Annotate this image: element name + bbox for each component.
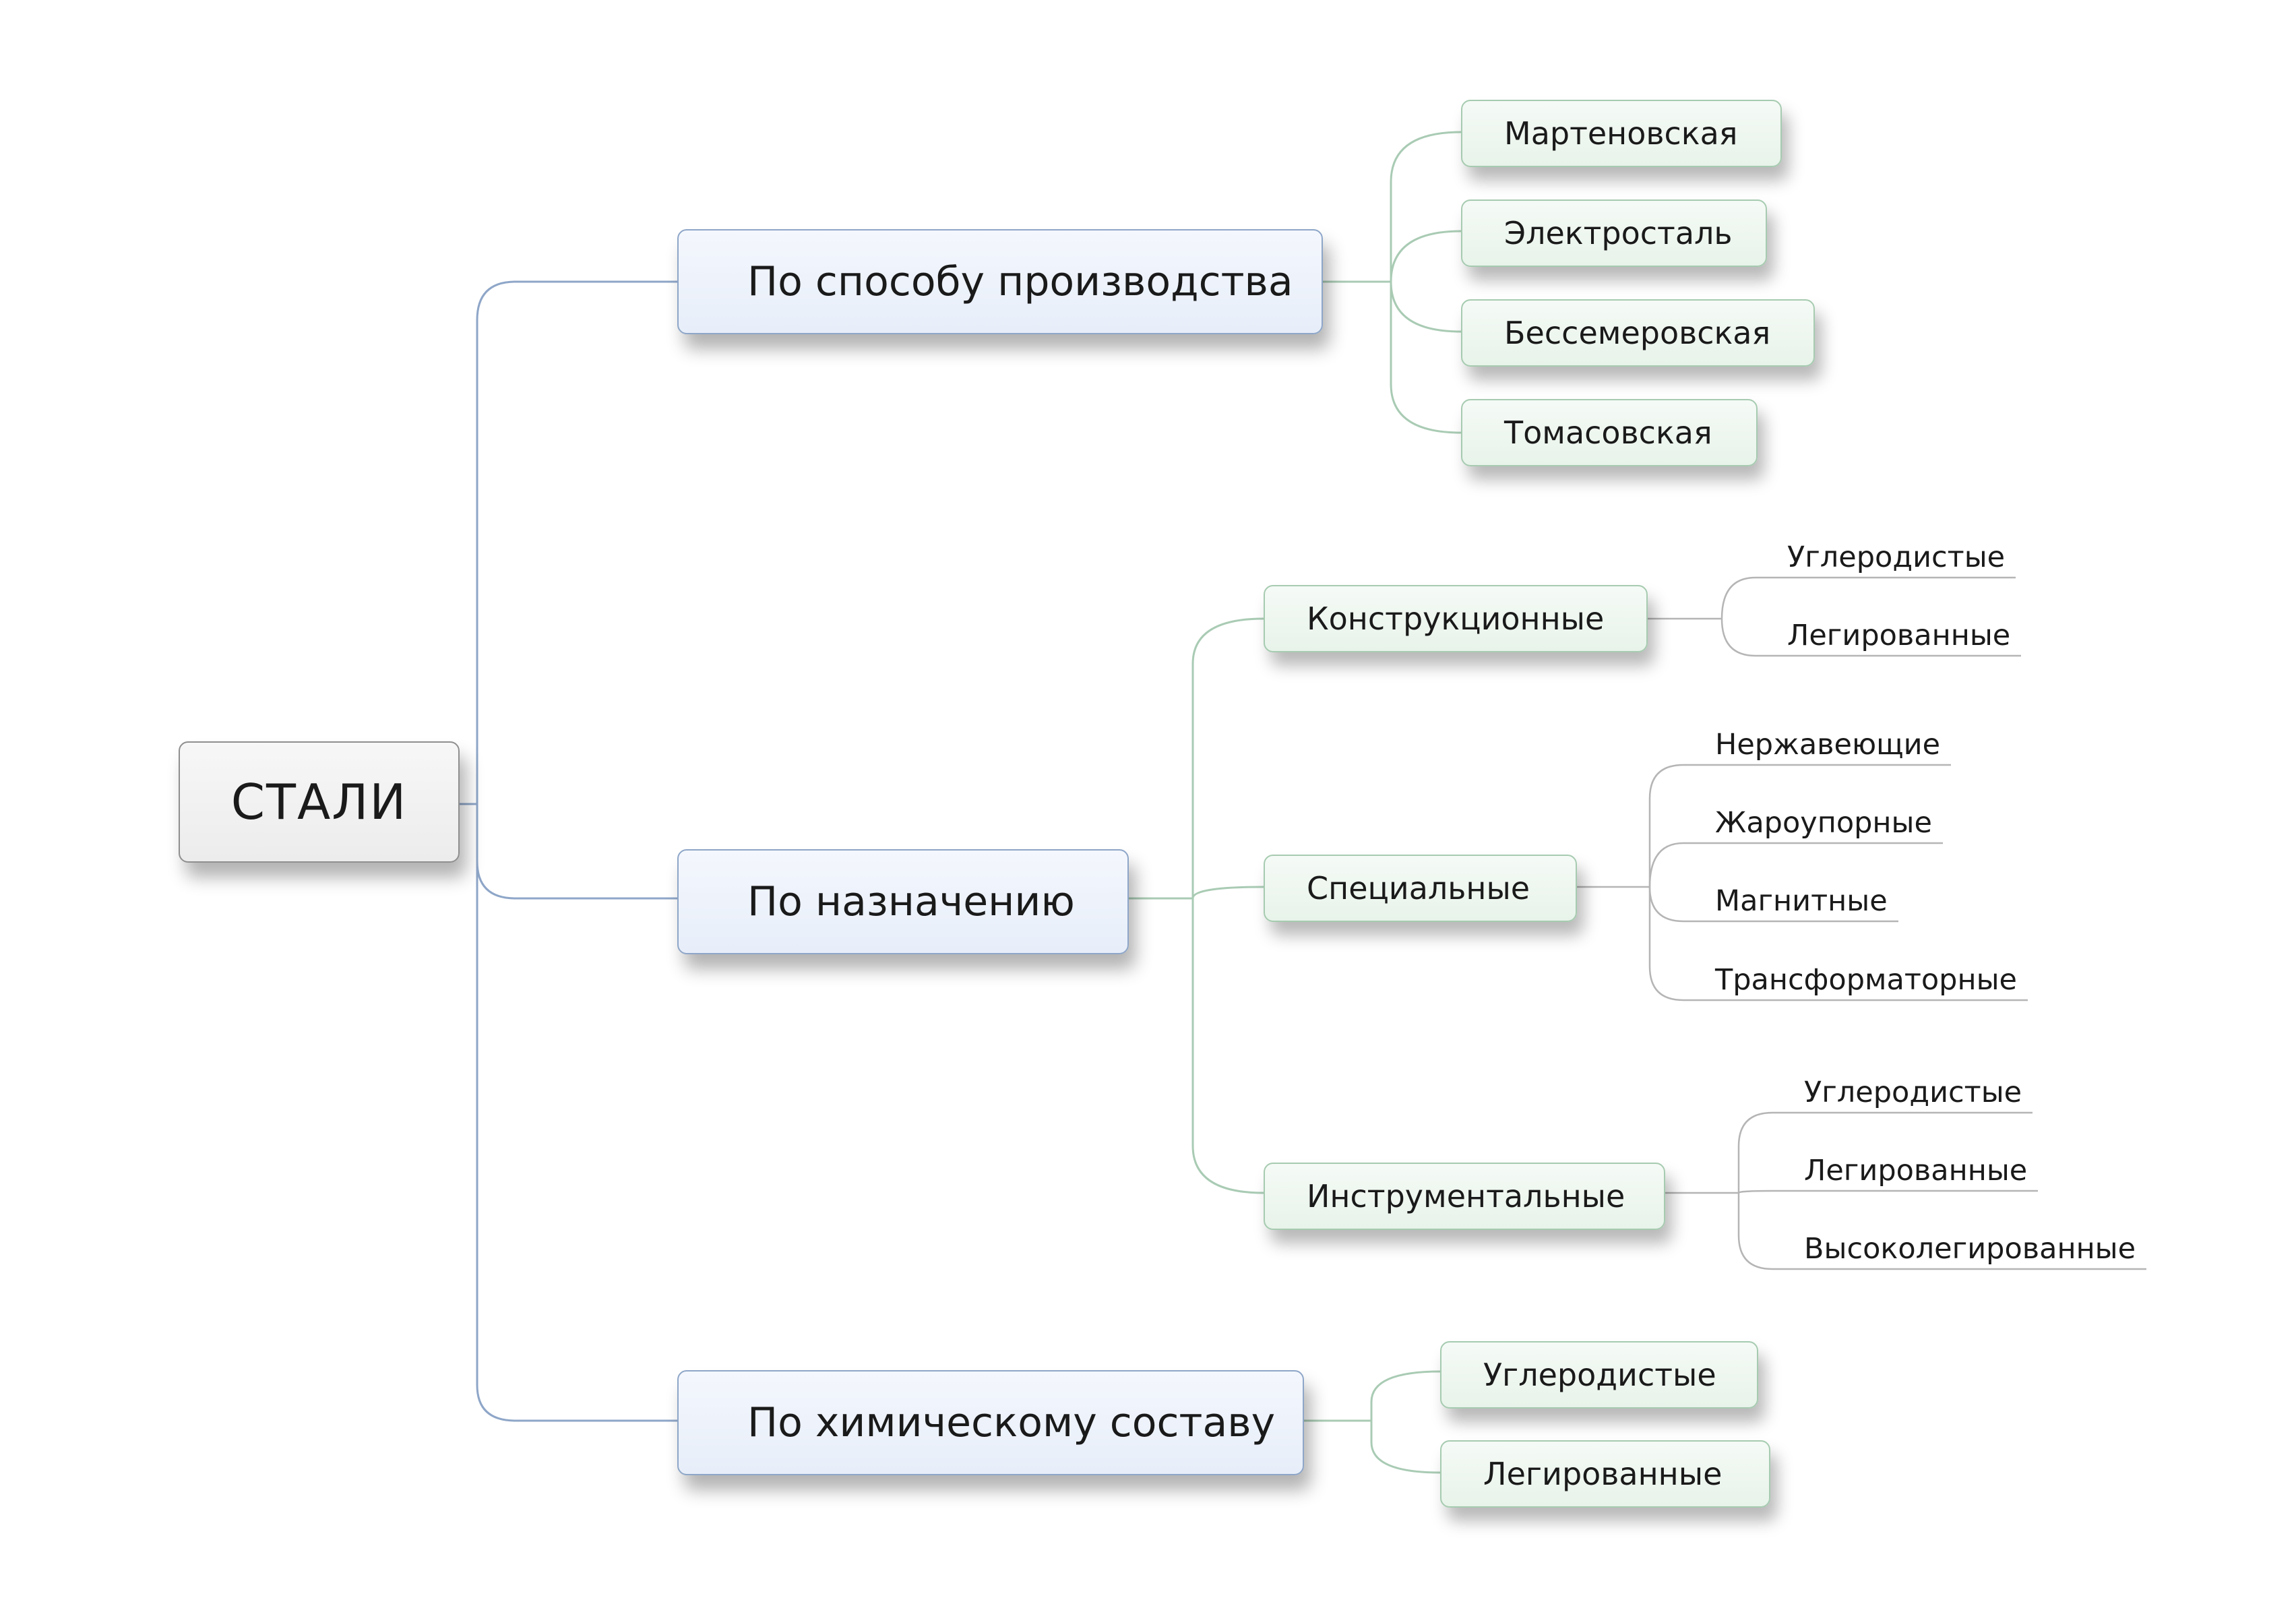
connector-root-to-chemical xyxy=(460,803,677,1422)
leaf-connector xyxy=(1737,1190,2038,1194)
leaf-transformer[interactable]: Трансформаторные xyxy=(1715,963,2017,997)
connector-root-to-production xyxy=(460,280,677,805)
node-tool[interactable]: Инструментальные xyxy=(1264,1163,1665,1230)
leaf-connector xyxy=(1720,576,2016,619)
leaf-heat-resistant[interactable]: Жароупорные xyxy=(1715,806,1932,840)
node-open-hearth[interactable]: Мартеновская xyxy=(1461,100,1782,167)
node-label: Электросталь xyxy=(1504,215,1733,251)
leaf-connector xyxy=(1648,764,1951,887)
leaf-stainless[interactable]: Нержавеющие xyxy=(1715,728,1941,762)
connector-root-to-purpose xyxy=(460,803,677,900)
node-alloyed[interactable]: Легированные xyxy=(1440,1440,1770,1508)
node-special[interactable]: Специальные xyxy=(1264,855,1577,922)
node-electric-steel[interactable]: Электросталь xyxy=(1461,199,1767,267)
node-label: Мартеновская xyxy=(1504,115,1738,152)
node-label: Легированные xyxy=(1483,1456,1723,1492)
leaf-connector xyxy=(1720,618,2021,657)
node-structural[interactable]: Конструкционные xyxy=(1264,585,1648,652)
leaf-connector xyxy=(1737,1111,2033,1193)
branch-label: По назначению xyxy=(747,878,1075,925)
leaf-connector xyxy=(1648,842,1943,888)
root-label: СТАЛИ xyxy=(230,774,408,830)
node-bessemer[interactable]: Бессемеровская xyxy=(1461,299,1815,367)
node-thomas[interactable]: Томасовская xyxy=(1461,399,1758,466)
leaf-structural-alloyed[interactable]: Легированные xyxy=(1787,619,2011,652)
node-label: Специальные xyxy=(1307,870,1530,906)
leaf-connector xyxy=(1737,1193,2146,1270)
branch-by-chemical-composition[interactable]: По химическому составу xyxy=(677,1370,1304,1475)
leaf-connector xyxy=(1648,887,2028,1001)
node-label: Углеродистые xyxy=(1483,1357,1716,1393)
leaf-magnetic[interactable]: Магнитные xyxy=(1715,884,1888,918)
leaf-structural-carbon[interactable]: Углеродистые xyxy=(1787,541,2006,574)
leaf-tool-alloyed[interactable]: Легированные xyxy=(1804,1154,2028,1187)
leaf-tool-high-alloy[interactable]: Высоколегированные xyxy=(1804,1232,2136,1266)
node-label: Томасовская xyxy=(1504,414,1712,451)
node-label: Бессемеровская xyxy=(1504,315,1771,351)
root-node[interactable]: СТАЛИ xyxy=(179,741,460,863)
branch-by-production-method[interactable]: По способу производства xyxy=(677,229,1323,334)
branch-label: По химическому составу xyxy=(747,1399,1276,1446)
node-carbon[interactable]: Углеродистые xyxy=(1440,1341,1758,1409)
leaf-tool-carbon[interactable]: Углеродистые xyxy=(1804,1076,2022,1109)
node-label: Инструментальные xyxy=(1307,1178,1625,1214)
branch-by-purpose[interactable]: По назначению xyxy=(677,849,1129,954)
branch-label: По способу производства xyxy=(747,258,1293,305)
node-label: Конструкционные xyxy=(1307,600,1605,637)
